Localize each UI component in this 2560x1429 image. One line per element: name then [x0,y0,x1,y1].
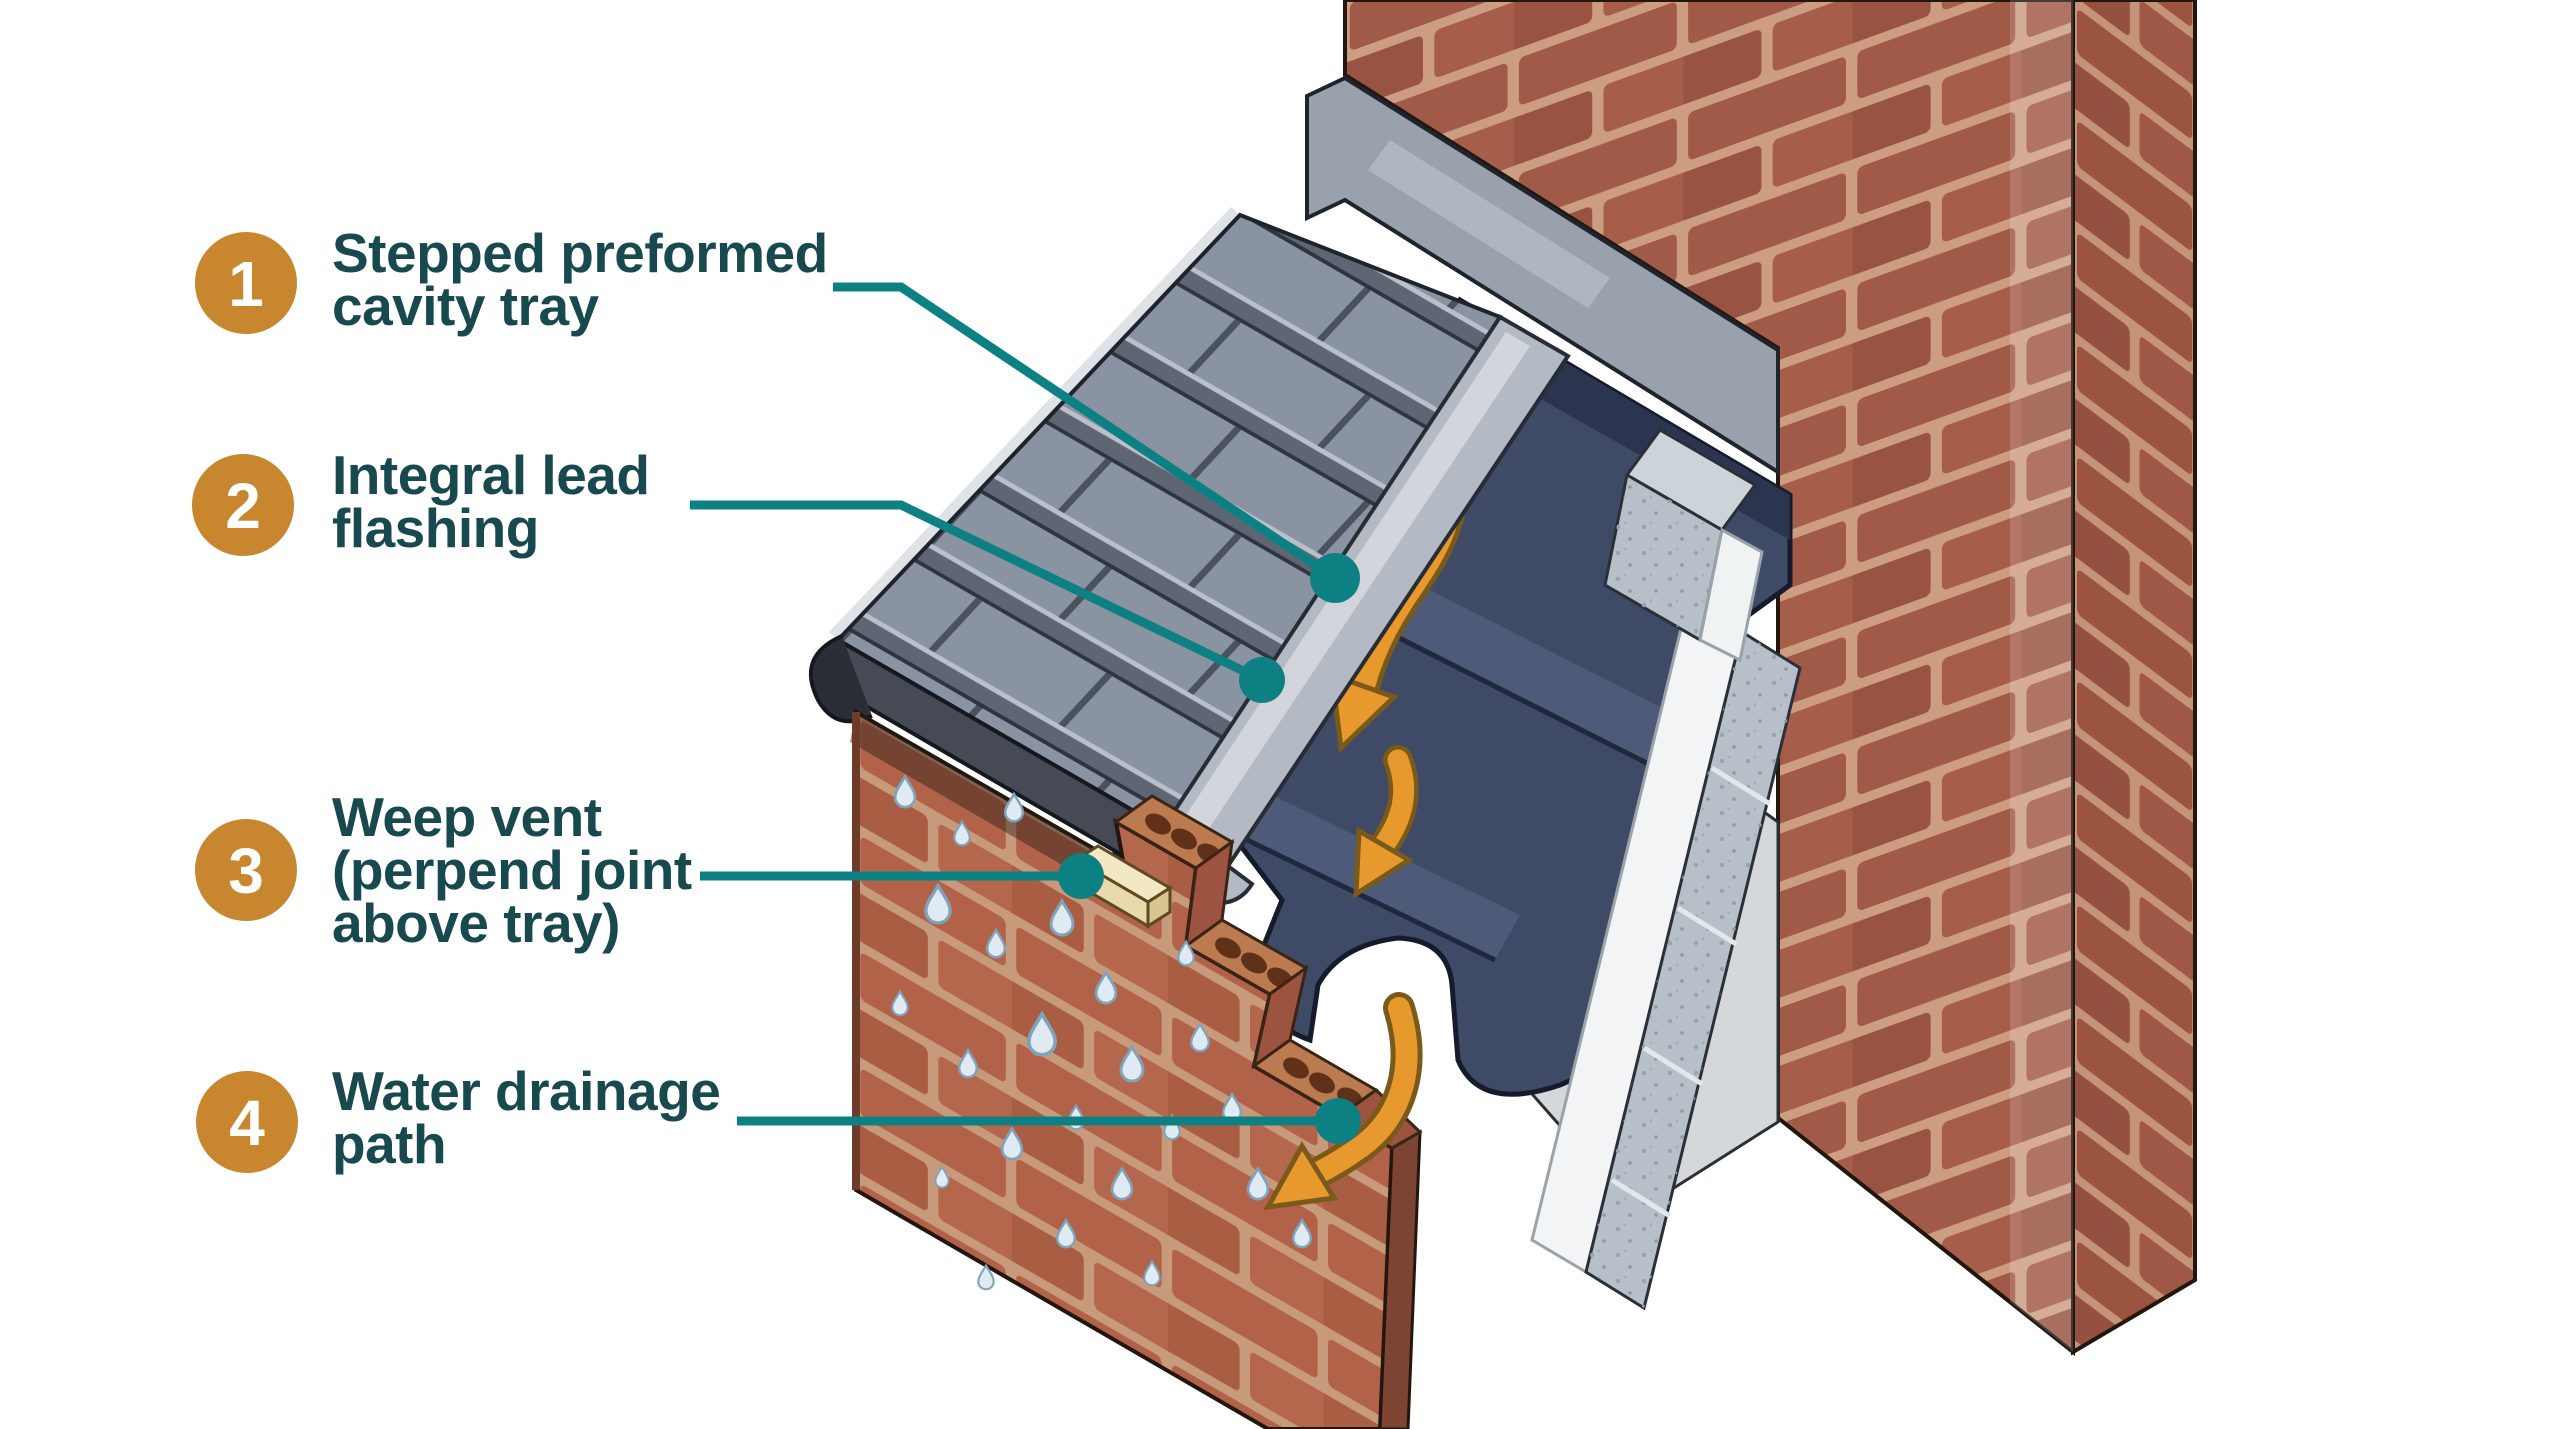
flashing-sheen [1368,140,1610,308]
label-1-text: Stepped preformed cavity tray [332,222,843,337]
cover-flashing [1305,75,1780,476]
leader-line-2 [690,500,1264,685]
tray-step-tread [1344,560,1726,790]
under-eaves-shadow [850,712,1138,902]
leader-dot-3 [1058,853,1104,899]
wall-corner-highlight [2010,0,2073,1352]
badge-1-number: 1 [228,248,264,320]
leader-line-1 [833,282,1338,582]
leader-dot-2 [1239,657,1285,703]
badge-4 [196,1071,298,1173]
badge-2-number: 2 [225,470,261,542]
abutment-brick-wall [1343,0,2197,1357]
badge-4-number: 4 [229,1087,265,1159]
badge-2 [192,454,294,556]
badge-1 [195,232,297,334]
cavity-wall-inner-leaf [1530,428,1802,1311]
drainage-arrow-lower [1263,992,1423,1211]
gutter-curl [808,634,873,724]
insulation-board [1698,527,1764,663]
leader-dots [1058,553,1361,1144]
label-2: 2 Integral lead flashing [192,444,664,559]
leader-lines [690,282,1338,1126]
stepped-brick-tops [1113,794,1423,1150]
blockwork-inner-leaf [1584,629,1802,1311]
wall-return-edge [852,712,860,1190]
abutment-wall-right-face [2071,0,2197,1356]
drainage-arrow-middle [1353,745,1419,899]
label-3-text: Weep vent (perpend joint above tray) [332,786,706,954]
roof-verge-edge [829,207,1240,640]
label-3: 3 Weep vent (perpend joint above tray) [195,786,706,954]
label-2-text: Integral lead flashing [332,444,664,559]
leader-dot-1 [1310,553,1360,603]
badge-3-number: 3 [228,835,264,907]
leader-dot-4 [1315,1098,1361,1144]
labels: 1 Stepped preformed cavity tray 2 Integr… [192,222,843,1175]
label-1: 1 Stepped preformed cavity tray [195,222,843,337]
label-4-text: Water drainage path [332,1060,735,1175]
label-4: 4 Water drainage path [196,1060,735,1175]
block-top [1603,428,1764,663]
gutter [808,634,1173,880]
badge-3 [195,819,297,921]
